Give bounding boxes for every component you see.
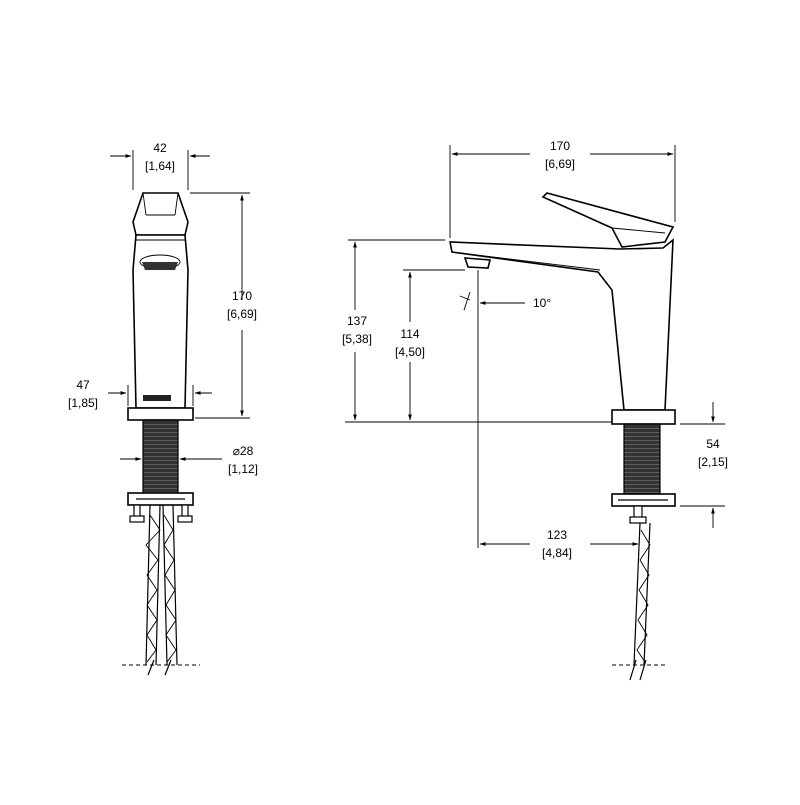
dim-reach-mm: 123 bbox=[547, 528, 567, 542]
front-hoses bbox=[145, 504, 178, 666]
dim-length-mm: 170 bbox=[550, 139, 570, 153]
dim-reach-in: [4,84] bbox=[542, 546, 572, 560]
dim-angle: 10° bbox=[533, 296, 551, 310]
side-view: 170 [6,69] 137 [5,38] 114 [4,50] 10° 54 … bbox=[342, 139, 728, 681]
front-handle bbox=[132, 192, 189, 236]
dim-shank-mm: ⌀28 bbox=[233, 444, 254, 458]
dim-spout-height-in: [5,38] bbox=[342, 332, 372, 346]
side-hose bbox=[633, 522, 651, 666]
side-base-plate bbox=[611, 409, 676, 425]
dim-shank-length-in: [2,15] bbox=[698, 455, 728, 469]
dim-width-mm: 42 bbox=[153, 141, 167, 155]
dim-width-in: [1,64] bbox=[145, 159, 175, 173]
side-shank bbox=[623, 423, 661, 495]
front-view: 42 [1,64] 170 [6,69] 47 [1,85] ⌀28 [1,12… bbox=[68, 141, 258, 676]
side-aerator bbox=[463, 257, 492, 269]
dim-outlet-height-in: [4,50] bbox=[395, 345, 425, 359]
dim-shank-length-mm: 54 bbox=[706, 437, 720, 451]
dim-base-in: [1,85] bbox=[68, 396, 98, 410]
dim-spout-height-mm: 137 bbox=[347, 314, 367, 328]
dim-outlet-height-mm: 114 bbox=[400, 327, 419, 341]
front-logo-plate bbox=[143, 395, 171, 401]
dim-height-mm: 170 bbox=[232, 289, 252, 303]
side-lever bbox=[541, 192, 675, 248]
front-base-plate bbox=[127, 407, 194, 421]
front-shank bbox=[142, 419, 179, 496]
dim-base-mm: 47 bbox=[76, 378, 90, 392]
dim-shank-in: [1,12] bbox=[228, 462, 258, 476]
dim-height-in: [6,69] bbox=[227, 307, 257, 321]
dim-length-in: [6,69] bbox=[545, 157, 575, 171]
